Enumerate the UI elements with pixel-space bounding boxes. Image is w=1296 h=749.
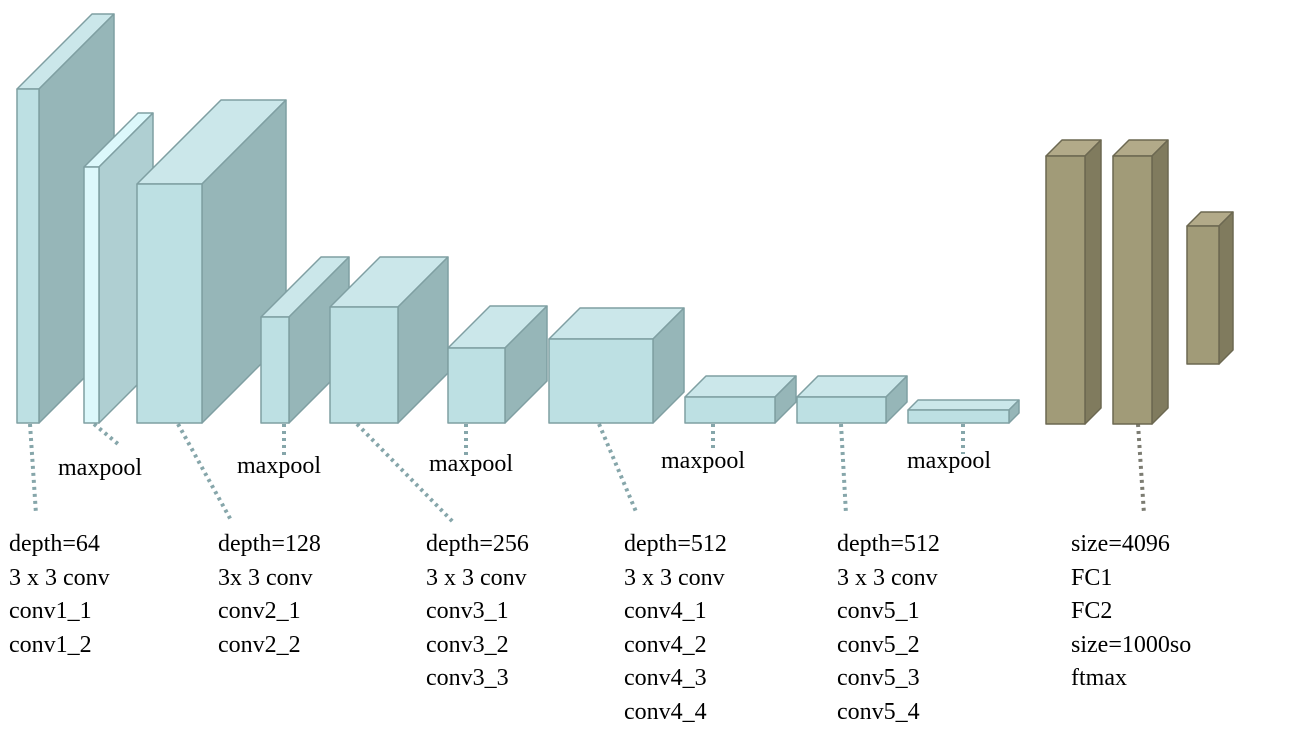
leader-conv5 <box>839 423 848 515</box>
softmax-block-side-face <box>1218 211 1234 365</box>
block5-kernel: 3 x 3 conv <box>837 564 938 591</box>
block4-kernel: 3 x 3 conv <box>624 564 725 591</box>
leader-conv2 <box>176 423 234 523</box>
maxpool-label-1: maxpool <box>58 455 142 481</box>
block2-description: depth=128 3x 3 conv conv2_1 conv2_2 <box>218 528 321 662</box>
softmax-tail-line: ftmax <box>1071 665 1127 692</box>
pool3-block-front-face <box>447 347 506 424</box>
conv4-block-front-face <box>548 338 654 424</box>
block5-layer-1: conv5_1 <box>837 598 920 625</box>
pool3-block <box>447 305 548 424</box>
maxpool-label-2: maxpool <box>237 453 321 479</box>
block3-layer-2: conv3_2 <box>426 631 509 658</box>
conv1-block-front-face <box>16 88 40 424</box>
conv2-block <box>136 99 287 424</box>
conv4-block <box>548 307 685 424</box>
block5-layer-4: conv5_4 <box>837 698 920 725</box>
maxpool-label-5: maxpool <box>907 448 991 474</box>
fc1-block-side-face <box>1084 139 1102 425</box>
block4-description: depth=512 3 x 3 conv conv4_1 conv4_2 con… <box>624 528 727 730</box>
fc-size-line: size=4096 <box>1071 531 1170 557</box>
block1-description: depth=64 3 x 3 conv conv1_1 conv1_2 <box>9 528 110 662</box>
pool4-block-front-face <box>684 396 776 424</box>
block4-layer-3: conv4_3 <box>624 665 707 692</box>
block3-layer-1: conv3_1 <box>426 598 509 625</box>
block4-layer-4: conv4_4 <box>624 698 707 725</box>
pool4-block <box>684 375 797 424</box>
conv3-block-front-face <box>329 306 399 424</box>
softmax-block <box>1186 211 1234 365</box>
softmax-size-line: size=1000so <box>1071 631 1192 658</box>
pool5-block-top-face <box>907 399 1020 411</box>
conv3-block <box>329 256 449 424</box>
block2-layer-2: conv2_2 <box>218 631 301 658</box>
fc1-block-front-face <box>1045 155 1086 425</box>
block3-kernel: 3 x 3 conv <box>426 564 527 591</box>
leader-fc <box>1136 423 1146 515</box>
pool5-block <box>907 399 1020 424</box>
block5-layer-2: conv5_2 <box>837 631 920 658</box>
block5-depth: depth=512 <box>837 531 940 557</box>
block1-kernel: 3 x 3 conv <box>9 564 110 591</box>
fc2-block <box>1112 139 1169 425</box>
block4-depth: depth=512 <box>624 531 727 557</box>
fc2-block-side-face <box>1151 139 1169 425</box>
block3-description: depth=256 3 x 3 conv conv3_1 conv3_2 con… <box>426 528 529 696</box>
conv2-block-front-face <box>136 183 203 424</box>
block4-layer-2: conv4_2 <box>624 631 707 658</box>
pool2-block <box>260 256 350 424</box>
block1-layer-2: conv1_2 <box>9 631 92 658</box>
fc2-block-front-face <box>1112 155 1153 425</box>
softmax-block-front-face <box>1186 225 1220 365</box>
block2-kernel: 3x 3 conv <box>218 564 313 591</box>
fc1-block <box>1045 139 1102 425</box>
pool2-block-front-face <box>260 316 290 424</box>
conv5-block-front-face <box>796 396 887 424</box>
block4-layer-1: conv4_1 <box>624 598 707 625</box>
leader-conv4 <box>597 423 639 515</box>
block1-layer-1: conv1_1 <box>9 598 92 625</box>
fc1-line: FC1 <box>1071 564 1113 591</box>
block2-depth: depth=128 <box>218 531 321 557</box>
pool1-block-front-face <box>83 166 100 424</box>
fc-description: size=4096 FC1 FC2 size=1000so ftmax <box>1071 528 1191 696</box>
leader-pool1 <box>92 422 120 446</box>
maxpool-label-3: maxpool <box>429 451 513 477</box>
block3-depth: depth=256 <box>426 531 529 557</box>
leader-conv1 <box>28 423 38 515</box>
maxpool-label-4: maxpool <box>661 448 745 474</box>
block5-description: depth=512 3 x 3 conv conv5_1 conv5_2 con… <box>837 528 940 730</box>
fc2-line: FC2 <box>1071 598 1113 625</box>
leader-conv3 <box>355 422 457 526</box>
block1-depth: depth=64 <box>9 531 100 557</box>
pool5-block-front-face <box>907 409 1010 424</box>
block3-layer-3: conv3_3 <box>426 665 509 692</box>
block2-layer-1: conv2_1 <box>218 598 301 625</box>
conv5-block <box>796 375 908 424</box>
block5-layer-3: conv5_3 <box>837 665 920 692</box>
